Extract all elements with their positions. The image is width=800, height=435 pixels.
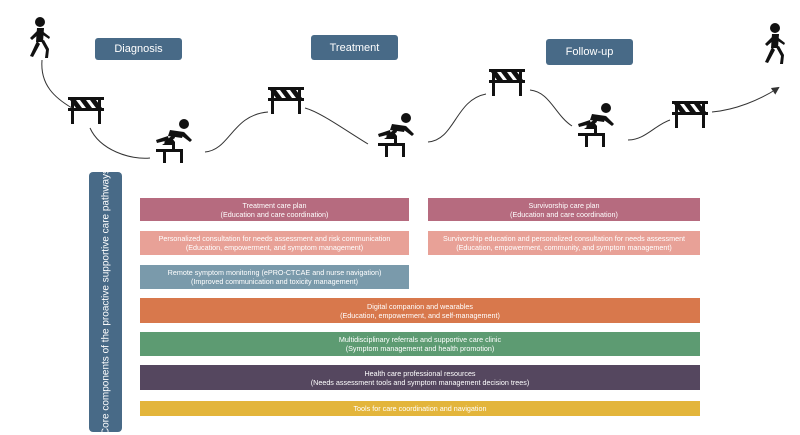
- stage-label-followup: Follow-up: [546, 39, 633, 65]
- component-title: Multidisciplinary referrals and supporti…: [338, 335, 502, 344]
- stage-label-treatment: Treatment: [311, 35, 398, 60]
- component-multidisciplinary-referrals: Multidisciplinary referrals and supporti…: [140, 332, 700, 356]
- component-treatment-care-plan: Treatment care plan (Education and care …: [140, 198, 409, 221]
- component-title: Survivorship education and personalized …: [442, 234, 686, 243]
- component-personalized-consultation: Personalized consultation for needs asse…: [140, 231, 409, 255]
- component-subtitle: (Symptom management and health promotion…: [345, 344, 495, 353]
- hurdle-barrier-icon: [68, 97, 104, 124]
- walking-person-icon: [30, 17, 50, 58]
- component-subtitle: (Education and care coordination): [510, 209, 618, 219]
- component-subtitle: (Education, empowerment, community, and …: [456, 243, 672, 252]
- hurdle-jumping-person-icon: [578, 103, 614, 147]
- component-care-coordination-tools: Tools for care coordination and navigati…: [140, 401, 700, 416]
- journey-path: [41, 59, 780, 159]
- hurdle-barrier-icon: [672, 101, 708, 128]
- component-subtitle: (Needs assessment tools and symptom mana…: [310, 377, 530, 387]
- component-title: Survivorship care plan: [528, 200, 600, 210]
- hurdle-barrier-icon: [268, 87, 304, 114]
- component-survivorship-care-plan: Survivorship care plan (Education and ca…: [428, 198, 700, 221]
- component-remote-symptom-monitoring: Remote symptom monitoring (ePRO-CTCAE an…: [140, 265, 409, 289]
- component-subtitle: (Education, empowerment, and symptom man…: [185, 243, 364, 252]
- stage-label-diagnosis: Diagnosis: [95, 38, 182, 60]
- component-title: Personalized consultation for needs asse…: [158, 234, 391, 243]
- journey-illustration: [30, 17, 785, 163]
- component-title: Digital companion and wearables: [367, 301, 473, 311]
- component-survivorship-education: Survivorship education and personalized …: [428, 231, 700, 255]
- component-digital-companion: Digital companion and wearables (Educati…: [140, 298, 700, 323]
- walking-person-icon: [765, 23, 785, 64]
- hurdle-barrier-icon: [489, 69, 525, 96]
- component-title: Remote symptom monitoring (ePRO-CTCAE an…: [167, 268, 382, 277]
- component-subtitle: (Education, empowerment, and self-manage…: [340, 310, 500, 320]
- core-components-side-label: Core components of the proactive support…: [89, 169, 122, 435]
- hurdle-jumping-person-icon: [378, 113, 414, 157]
- component-title: Tools for care coordination and navigati…: [353, 404, 487, 413]
- component-subtitle: (Improved communication and toxicity man…: [191, 277, 358, 286]
- component-title: Health care professional resources: [364, 368, 476, 378]
- component-subtitle: (Education and care coordination): [220, 209, 329, 219]
- component-health-care-resources: Health care professional resources (Need…: [140, 365, 700, 390]
- hurdle-jumping-person-icon: [156, 119, 192, 163]
- component-title: Treatment care plan: [242, 200, 307, 210]
